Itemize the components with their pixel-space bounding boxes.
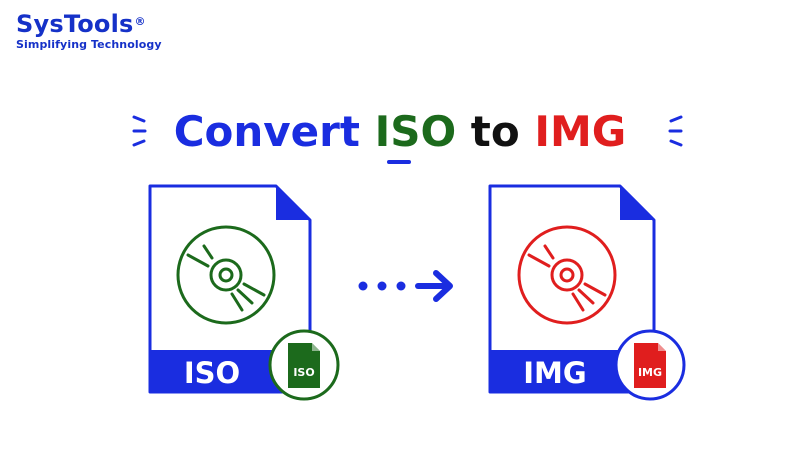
right-decoration-lines-icon (668, 115, 683, 147)
img-badge: IMG (614, 329, 686, 401)
img-file-document: IMG (488, 184, 656, 394)
disc-icon (517, 225, 617, 325)
systools-logo: SysTools® Simplifying Technology (16, 10, 216, 51)
logo-wordmark: SysTools® (16, 10, 216, 38)
disc-icon (176, 225, 276, 325)
iso-page-fold (276, 186, 310, 220)
left-decoration-lines-icon (132, 115, 147, 147)
title-word-to: to (470, 107, 520, 156)
title-word-img: IMG (534, 107, 627, 156)
img-file-label: IMG (523, 356, 586, 390)
dotted-arrow-right-icon (358, 270, 453, 302)
title-word-iso: ISO (374, 107, 457, 156)
title-underline (387, 160, 411, 164)
img-badge-label: IMG (638, 366, 662, 379)
logo-tagline: Simplifying Technology (16, 38, 162, 51)
iso-badge: ISO (268, 329, 340, 401)
title-word-convert: Convert (173, 107, 360, 156)
iso-file-label: ISO (184, 356, 240, 390)
iso-badge-label: ISO (293, 366, 314, 379)
img-page-fold (620, 186, 654, 220)
registered-mark: ® (134, 15, 146, 28)
logo-name-text: SysTools (16, 10, 134, 38)
page-title: Convert ISO to IMG (0, 104, 800, 160)
